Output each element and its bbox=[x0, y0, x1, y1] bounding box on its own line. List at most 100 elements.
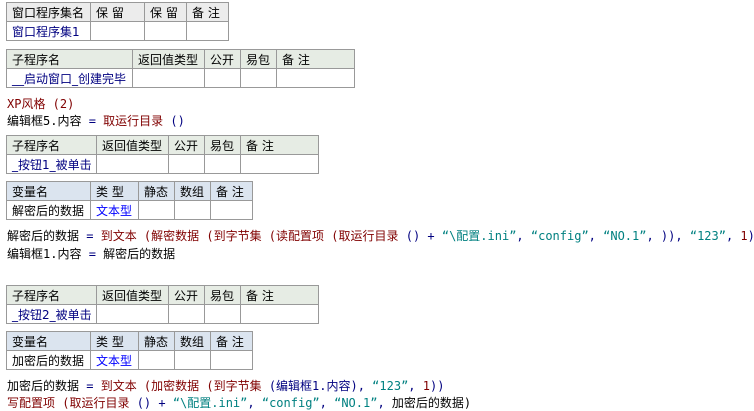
code-token: )) bbox=[429, 379, 445, 393]
cell[interactable] bbox=[186, 21, 229, 41]
code-token: 解密后的数据 bbox=[7, 229, 87, 243]
code-token: “123” bbox=[689, 229, 726, 243]
var-table-1: 变量名类 型静态数组备 注 解密后的数据文本型 bbox=[6, 181, 253, 220]
assembly-table: 窗口程序集名保 留保 留备 注 窗口程序集1 bbox=[6, 2, 229, 41]
code-token: “\配置.ini” bbox=[441, 229, 517, 243]
code-line-1[interactable]: XP风格 (2) bbox=[7, 95, 74, 112]
var-name[interactable]: 解密后的数据 bbox=[6, 200, 91, 220]
code-token: “NO.1” bbox=[334, 396, 378, 410]
cell[interactable] bbox=[168, 154, 205, 174]
sub-table-1: 子程序名返回值类型公开易包备 注 __启动窗口_创建完毕 bbox=[6, 49, 355, 88]
code-line-5[interactable]: 加密后的数据 = 到文本 (加密数据 (到字节集 (编辑框1.内容), “123… bbox=[7, 377, 444, 394]
code-token: 解密后的数据 bbox=[103, 247, 176, 261]
cell[interactable] bbox=[204, 68, 241, 88]
sub-name[interactable]: _按钮2_被单击 bbox=[6, 304, 97, 324]
header-cell: 保 留 bbox=[90, 2, 145, 22]
header-cell: 静态 bbox=[138, 331, 175, 351]
cell[interactable] bbox=[240, 154, 319, 174]
header-cell: 变量名 bbox=[6, 181, 91, 201]
sub-name[interactable]: __启动窗口_创建完毕 bbox=[6, 68, 133, 88]
header-cell: 窗口程序集名 bbox=[6, 2, 91, 22]
header-cell: 备 注 bbox=[210, 181, 253, 201]
cell[interactable] bbox=[96, 304, 169, 324]
cell[interactable] bbox=[90, 21, 145, 41]
code-token: () + bbox=[136, 396, 173, 410]
cell[interactable] bbox=[204, 154, 241, 174]
code-token: “\配置.ini” bbox=[172, 396, 248, 410]
header-cell: 公开 bbox=[204, 49, 241, 69]
code-token: , bbox=[725, 229, 741, 243]
cell[interactable] bbox=[174, 200, 211, 220]
header-cell: 保 留 bbox=[144, 2, 187, 22]
header-cell: 返回值类型 bbox=[96, 285, 169, 305]
var-name[interactable]: 加密后的数据 bbox=[6, 350, 91, 370]
header-cell: 易包 bbox=[240, 49, 277, 69]
code-token: , bbox=[377, 396, 392, 410]
header-cell: 子程序名 bbox=[6, 49, 133, 69]
code-token: 到文本 (解密数据 (到字节集 (读配置项 (取运行目录 bbox=[100, 229, 406, 243]
code-token: “config” bbox=[530, 229, 589, 243]
code-token: , bbox=[588, 229, 604, 243]
cell[interactable] bbox=[138, 350, 175, 370]
var-type[interactable]: 文本型 bbox=[90, 200, 139, 220]
assembly-name[interactable]: 窗口程序集1 bbox=[6, 21, 91, 41]
code-token: , bbox=[319, 396, 335, 410]
code-token: 取运行目录 bbox=[103, 114, 171, 128]
cell[interactable] bbox=[240, 68, 277, 88]
cell[interactable] bbox=[132, 68, 205, 88]
code-token: 到文本 (加密数据 (到字节集 bbox=[100, 379, 269, 393]
code-token: 加密后的数据 bbox=[7, 379, 87, 393]
cell[interactable] bbox=[276, 68, 355, 88]
header-cell: 易包 bbox=[204, 285, 241, 305]
header-cell: 变量名 bbox=[6, 331, 91, 351]
sub-name[interactable]: _按钮1_被单击 bbox=[6, 154, 97, 174]
cell[interactable] bbox=[210, 200, 253, 220]
code-token: 编辑框1.内容 bbox=[7, 247, 89, 261]
code-line-4[interactable]: 编辑框1.内容 = 解密后的数据 bbox=[7, 245, 175, 262]
header-cell: 子程序名 bbox=[6, 135, 97, 155]
sub-table-3: 子程序名返回值类型公开易包备 注 _按钮2_被单击 bbox=[6, 285, 319, 324]
cell[interactable] bbox=[144, 21, 187, 41]
cell[interactable] bbox=[210, 350, 253, 370]
code-token: = bbox=[88, 247, 104, 261]
code-line-3[interactable]: 解密后的数据 = 到文本 (解密数据 (到字节集 (读配置项 (取运行目录 ()… bbox=[7, 227, 754, 244]
code-token: , bbox=[408, 379, 423, 393]
code-token: 加密后的数据) bbox=[391, 396, 472, 410]
header-cell: 备 注 bbox=[240, 135, 319, 155]
header-cell: 易包 bbox=[204, 135, 241, 155]
header-cell: 数组 bbox=[174, 331, 211, 351]
cell[interactable] bbox=[174, 350, 211, 370]
cell[interactable] bbox=[138, 200, 175, 220]
var-table-2: 变量名类 型静态数组备 注 加密后的数据文本型 bbox=[6, 331, 253, 370]
code-token: 编辑框5.内容 bbox=[7, 114, 89, 128]
code-line-2[interactable]: 编辑框5.内容 = 取运行目录 () bbox=[7, 112, 185, 129]
code-token: , bbox=[516, 229, 531, 243]
code-token: , bbox=[247, 396, 262, 410]
header-cell: 返回值类型 bbox=[132, 49, 205, 69]
header-cell: 类 型 bbox=[90, 181, 139, 201]
cell[interactable] bbox=[96, 154, 169, 174]
code-token: “config” bbox=[261, 396, 320, 410]
cell[interactable] bbox=[204, 304, 241, 324]
code-token: )) bbox=[748, 229, 754, 243]
code-token: 1 bbox=[740, 229, 748, 243]
code-token: = bbox=[86, 229, 101, 243]
header-cell: 子程序名 bbox=[6, 285, 97, 305]
code-line-6[interactable]: 写配置项 (取运行目录 () + “\配置.ini”, “config”, “N… bbox=[7, 394, 471, 411]
code-token: , )), bbox=[646, 229, 690, 243]
code-token: (编辑框1.内容), bbox=[268, 379, 373, 393]
header-cell: 数组 bbox=[174, 181, 211, 201]
cell[interactable] bbox=[240, 304, 319, 324]
header-cell: 备 注 bbox=[240, 285, 319, 305]
header-cell: 返回值类型 bbox=[96, 135, 169, 155]
code-token: = bbox=[88, 114, 104, 128]
code-token: “123” bbox=[372, 379, 409, 393]
var-type[interactable]: 文本型 bbox=[90, 350, 139, 370]
header-cell: 类 型 bbox=[90, 331, 139, 351]
code-token: 1 bbox=[422, 379, 430, 393]
header-cell: 备 注 bbox=[210, 331, 253, 351]
cell[interactable] bbox=[168, 304, 205, 324]
header-cell: 静态 bbox=[138, 181, 175, 201]
header-cell: 备 注 bbox=[276, 49, 355, 69]
code-token: “NO.1” bbox=[603, 229, 647, 243]
